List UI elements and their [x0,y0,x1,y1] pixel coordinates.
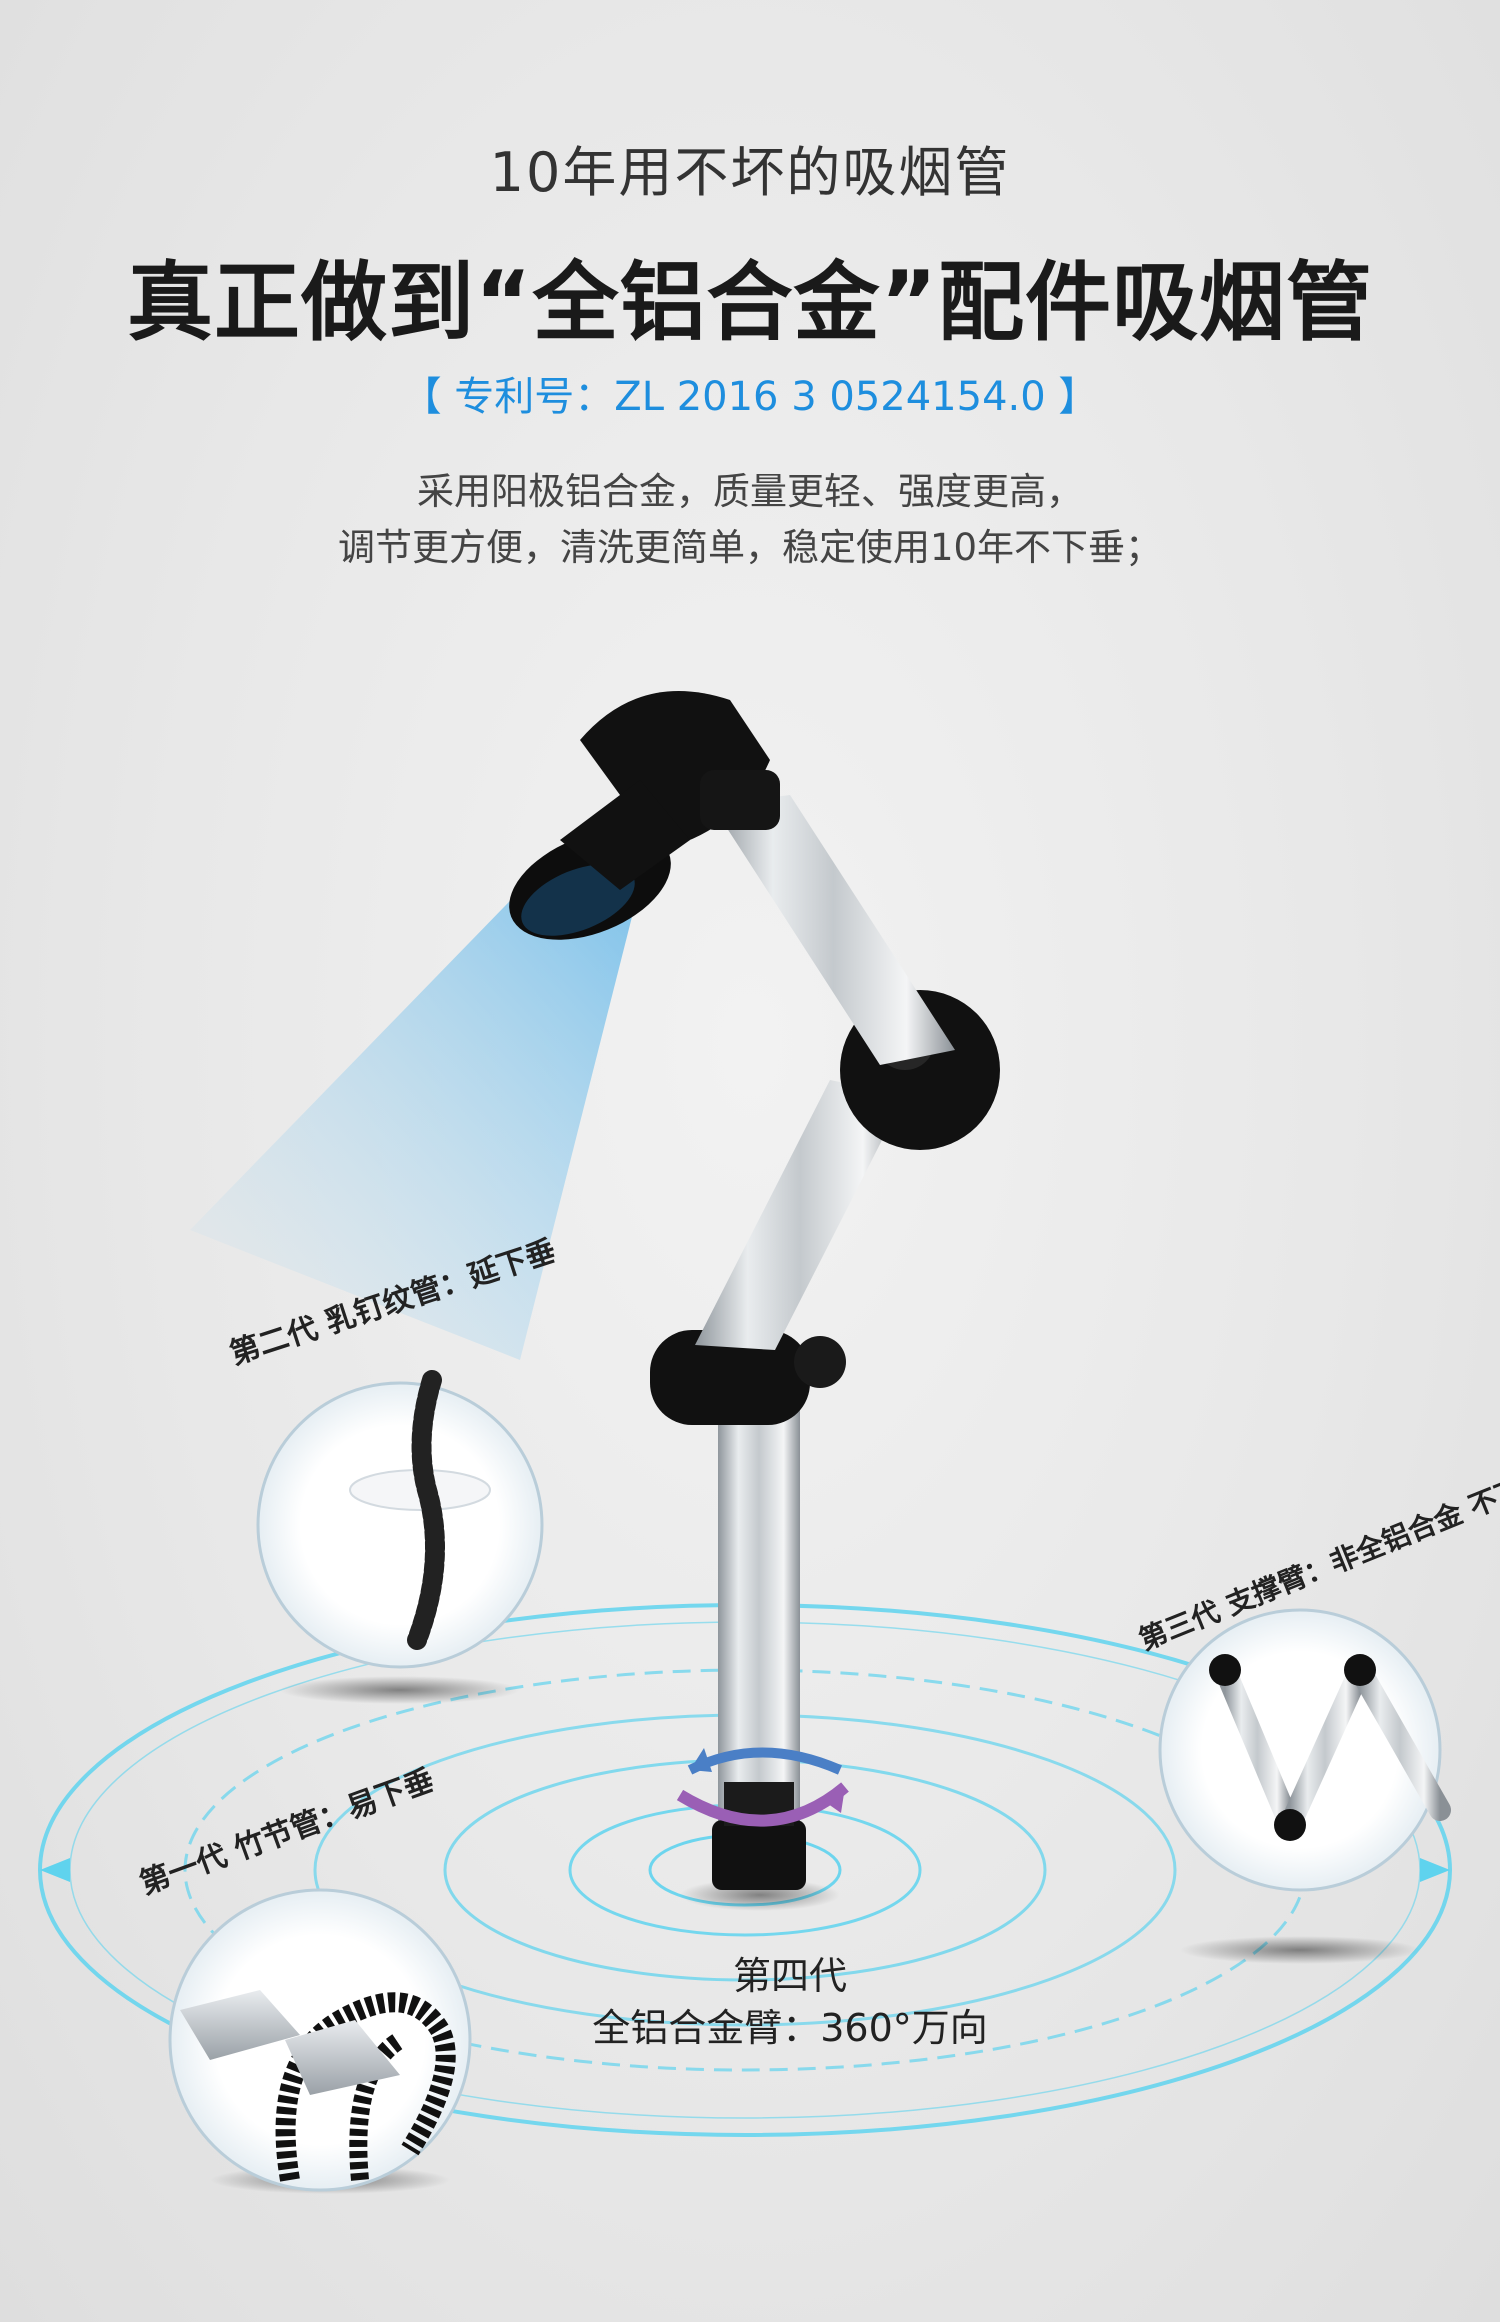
page-title: 真正做到“全铝合金”配件吸烟管 [126,253,1374,353]
bubble-third-gen [1158,1608,1451,1964]
patent-number: 【 专利号：ZL 2016 3 0524154.0 】 [401,374,1099,420]
product-description: 采用阳极铝合金，质量更轻、强度更高， 调节更方便，清洗更简单，稳定使用10年不下… [0,464,1500,576]
description-line-1: 采用阳极铝合金，质量更轻、强度更高， [417,470,1083,513]
fourth-gen-line-1: 第四代 [732,1954,847,1998]
description-line-2: 调节更方便，清洗更简单，稳定使用10年不下垂； [337,526,1163,569]
bubble-second-gen [256,1370,544,1704]
bubble-first-gen [168,1888,472,2194]
fourth-gen-label: 第四代 全铝合金臂：360°万向 [560,1950,1020,2054]
rotation-arrows-icon [676,1747,849,1827]
fourth-gen-line-2: 全铝合金臂：360°万向 [592,2006,988,2050]
page-subtitle: 10年用不坏的吸烟管 [489,141,1011,204]
suction-beam [190,870,640,1360]
